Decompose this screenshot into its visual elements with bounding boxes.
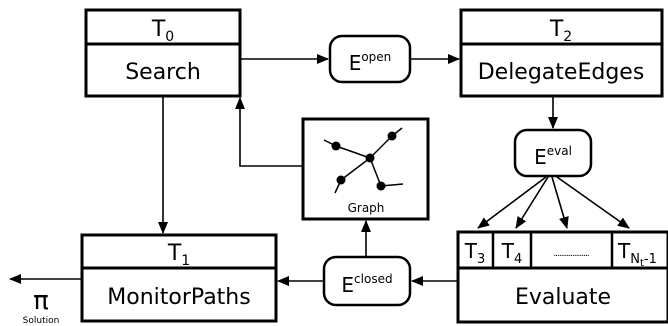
solution-symbol: π [33,286,49,316]
arrow-eval-to-t4 [515,176,549,229]
evaluate-cell-t3: T3 [464,239,486,267]
evaluate-node: T3 T4 ................... TNt-1 Evaluate [456,230,668,324]
graph-label: Graph [348,201,385,215]
queue-closed: Eclosed [322,255,412,307]
queue-closed-label: Eclosed [341,272,392,297]
queue-open-label: Eopen [349,50,392,75]
queue-eval: Eeval [513,128,593,178]
solution-label: Solution [23,316,60,326]
queue-eval-label: Eeval [534,144,572,169]
monitor-box [80,233,278,323]
arrow-eval-to-tn [556,176,630,229]
evaluate-cell-t4: T4 [501,239,523,267]
search-node: T0 Search [84,8,242,98]
delegate-thread-label: T2 [549,17,572,45]
delegate-node: T2 DelegateEdges [459,8,664,98]
queue-eval-shape [513,128,593,178]
monitor-node: T1 MonitorPaths [80,233,278,323]
arrow-eval-to-t3 [477,176,547,229]
search-label: Search [125,60,201,85]
delegate-box [459,8,664,98]
graph-vertices [331,131,397,191]
search-box [84,8,242,98]
queue-open: Eopen [328,34,412,84]
arrow-graph-to-search [235,97,303,167]
monitor-label: MonitorPaths [107,285,250,310]
arrows [9,54,630,286]
graph-box [301,117,430,221]
solution-output: π Solution [23,286,60,326]
evaluate-cell-tn: TNt-1 [617,239,657,269]
evaluate-label: Evaluate [515,285,611,310]
search-thread-label: T0 [151,17,174,45]
graph-node: Graph [301,117,430,221]
evaluate-cell-dots: ................... [553,249,588,259]
monitor-thread-label: T1 [167,241,190,269]
delegate-label: DelegateEdges [478,60,645,85]
graph-icon [323,127,404,194]
arrow-eval-to-dots [551,176,569,229]
